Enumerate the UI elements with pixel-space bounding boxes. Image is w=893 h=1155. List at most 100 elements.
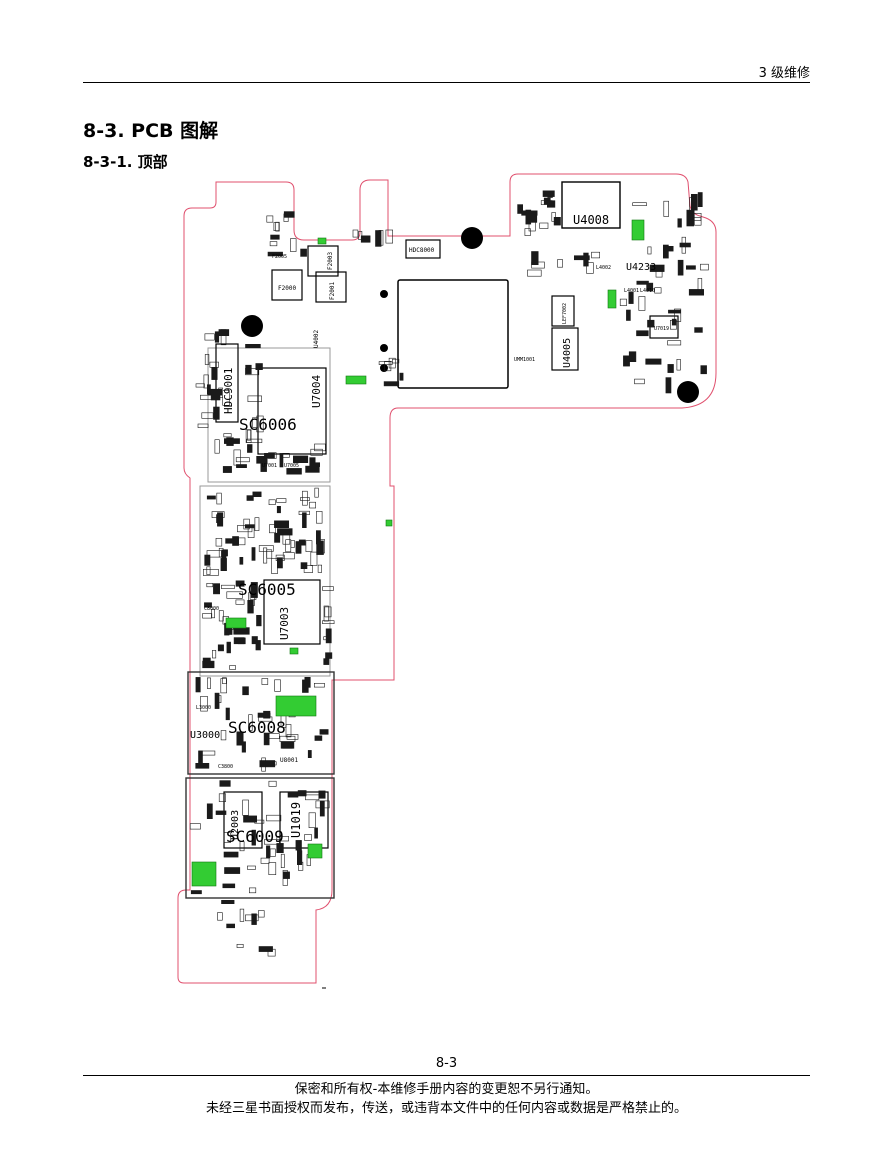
pcb-label-hdc9001: HDC9001 [222, 368, 235, 414]
pcb-component [309, 501, 316, 509]
pcb-component [223, 832, 231, 843]
pcb-component [269, 241, 278, 247]
pcb-component [263, 732, 270, 746]
pcb-component [256, 415, 264, 433]
pcb-component [375, 230, 382, 247]
pcb-component [261, 678, 269, 685]
pcb-ic-f2000 [271, 269, 303, 301]
pcb-component [222, 466, 232, 473]
pcb-component [220, 678, 227, 694]
pcb-component [247, 444, 253, 453]
pcb-component [285, 724, 292, 738]
pcb-component [202, 660, 215, 669]
pcb-component [297, 790, 307, 797]
pcb-component [256, 614, 262, 627]
pcb-component [667, 364, 674, 373]
pcb-component [211, 609, 215, 619]
pcb-component [268, 780, 277, 787]
pcb-component [285, 539, 292, 553]
pcb-component [242, 686, 249, 696]
pcb-component [318, 790, 326, 799]
pcb-label-u7005: U7005 [284, 463, 299, 469]
pcb-component [310, 448, 323, 456]
pcb-component [300, 497, 310, 501]
pcb-component [218, 793, 227, 802]
pcb-component [195, 677, 201, 693]
pcb-component [245, 368, 260, 376]
pcb-component [325, 628, 332, 644]
pcb-component [540, 200, 553, 205]
pcb-component [206, 495, 216, 500]
pcb-component [206, 566, 211, 575]
pcb-component [275, 221, 280, 232]
pcb-component [252, 491, 262, 497]
pcb-component [314, 735, 323, 741]
pcb-component [645, 358, 662, 365]
pcb-component [273, 222, 280, 231]
pcb-component [235, 457, 250, 463]
pcb-ic-u7003 [263, 579, 321, 645]
pcb-component [216, 492, 222, 505]
pcb-component [264, 839, 280, 845]
pcb-component [247, 429, 252, 441]
pcb-component [314, 827, 318, 839]
pcb-component [204, 554, 211, 566]
pcb-component [190, 890, 202, 895]
pcb-component [319, 800, 325, 817]
pcb-component [276, 498, 287, 503]
pcb-label-l4002: L4002 [596, 265, 611, 271]
pcb-ic-hdc8000 [405, 239, 441, 259]
pcb-component [304, 834, 312, 841]
pcb-component [388, 357, 396, 369]
pcb-component [224, 867, 241, 874]
pcb-component [276, 835, 289, 842]
footer-confidentiality-line: 保密和所有权-本维修手册内容的变更恕不另行通知。 [294, 1082, 599, 1097]
pcb-component [591, 251, 600, 259]
pcb-component [245, 344, 261, 349]
pcb-label-u4002: U4002 [313, 330, 320, 348]
pcb-component [239, 908, 245, 922]
pcb-component [252, 417, 258, 428]
pcb-component [229, 665, 237, 670]
pcb-component [202, 568, 219, 576]
pcb-component [358, 231, 363, 240]
footer-rule [83, 1075, 810, 1076]
pcb-component [392, 358, 400, 364]
pcb-component [700, 365, 707, 375]
pcb-component [211, 511, 225, 518]
pcb-component [212, 649, 217, 659]
header-section-tag: 3 级维修 [758, 66, 810, 81]
pcb-highlight-component [317, 237, 327, 245]
pcb-top-diagram: U4008 HDC9001 SC6006 U7004 SC6005 U7003 … [177, 173, 717, 989]
pcb-component [525, 209, 532, 225]
pcb-component [307, 750, 312, 759]
pcb-component [283, 213, 289, 222]
pcb-component [235, 599, 245, 605]
pcb-component [305, 540, 313, 552]
pcb-component [323, 636, 331, 641]
pcb-component [239, 841, 245, 852]
pcb-fiducial [380, 290, 388, 298]
pcb-label-sc6006: SC6006 [239, 415, 297, 434]
pcb-component [239, 556, 244, 565]
pcb-component [384, 361, 392, 372]
pcb-component [551, 212, 556, 222]
pcb-component [679, 242, 691, 248]
pcb-component [302, 512, 307, 529]
pcb-component [279, 453, 284, 468]
pcb-component [628, 351, 637, 362]
pcb-component [236, 464, 247, 469]
pcb-component [268, 499, 276, 505]
pcb-label-u4005: U4005 [562, 338, 573, 368]
pcb-label-u1019: U1019 [289, 802, 303, 838]
pcb-component [287, 791, 299, 798]
pcb-component [316, 511, 323, 524]
pcb-component [663, 246, 674, 252]
pcb-component [283, 211, 295, 218]
pcb-component [686, 209, 694, 227]
pcb-component [685, 265, 696, 270]
pcb-ic-f2003 [307, 245, 339, 277]
pcb-component [325, 652, 333, 659]
pcb-component [220, 558, 227, 571]
pcb-component [314, 443, 326, 452]
